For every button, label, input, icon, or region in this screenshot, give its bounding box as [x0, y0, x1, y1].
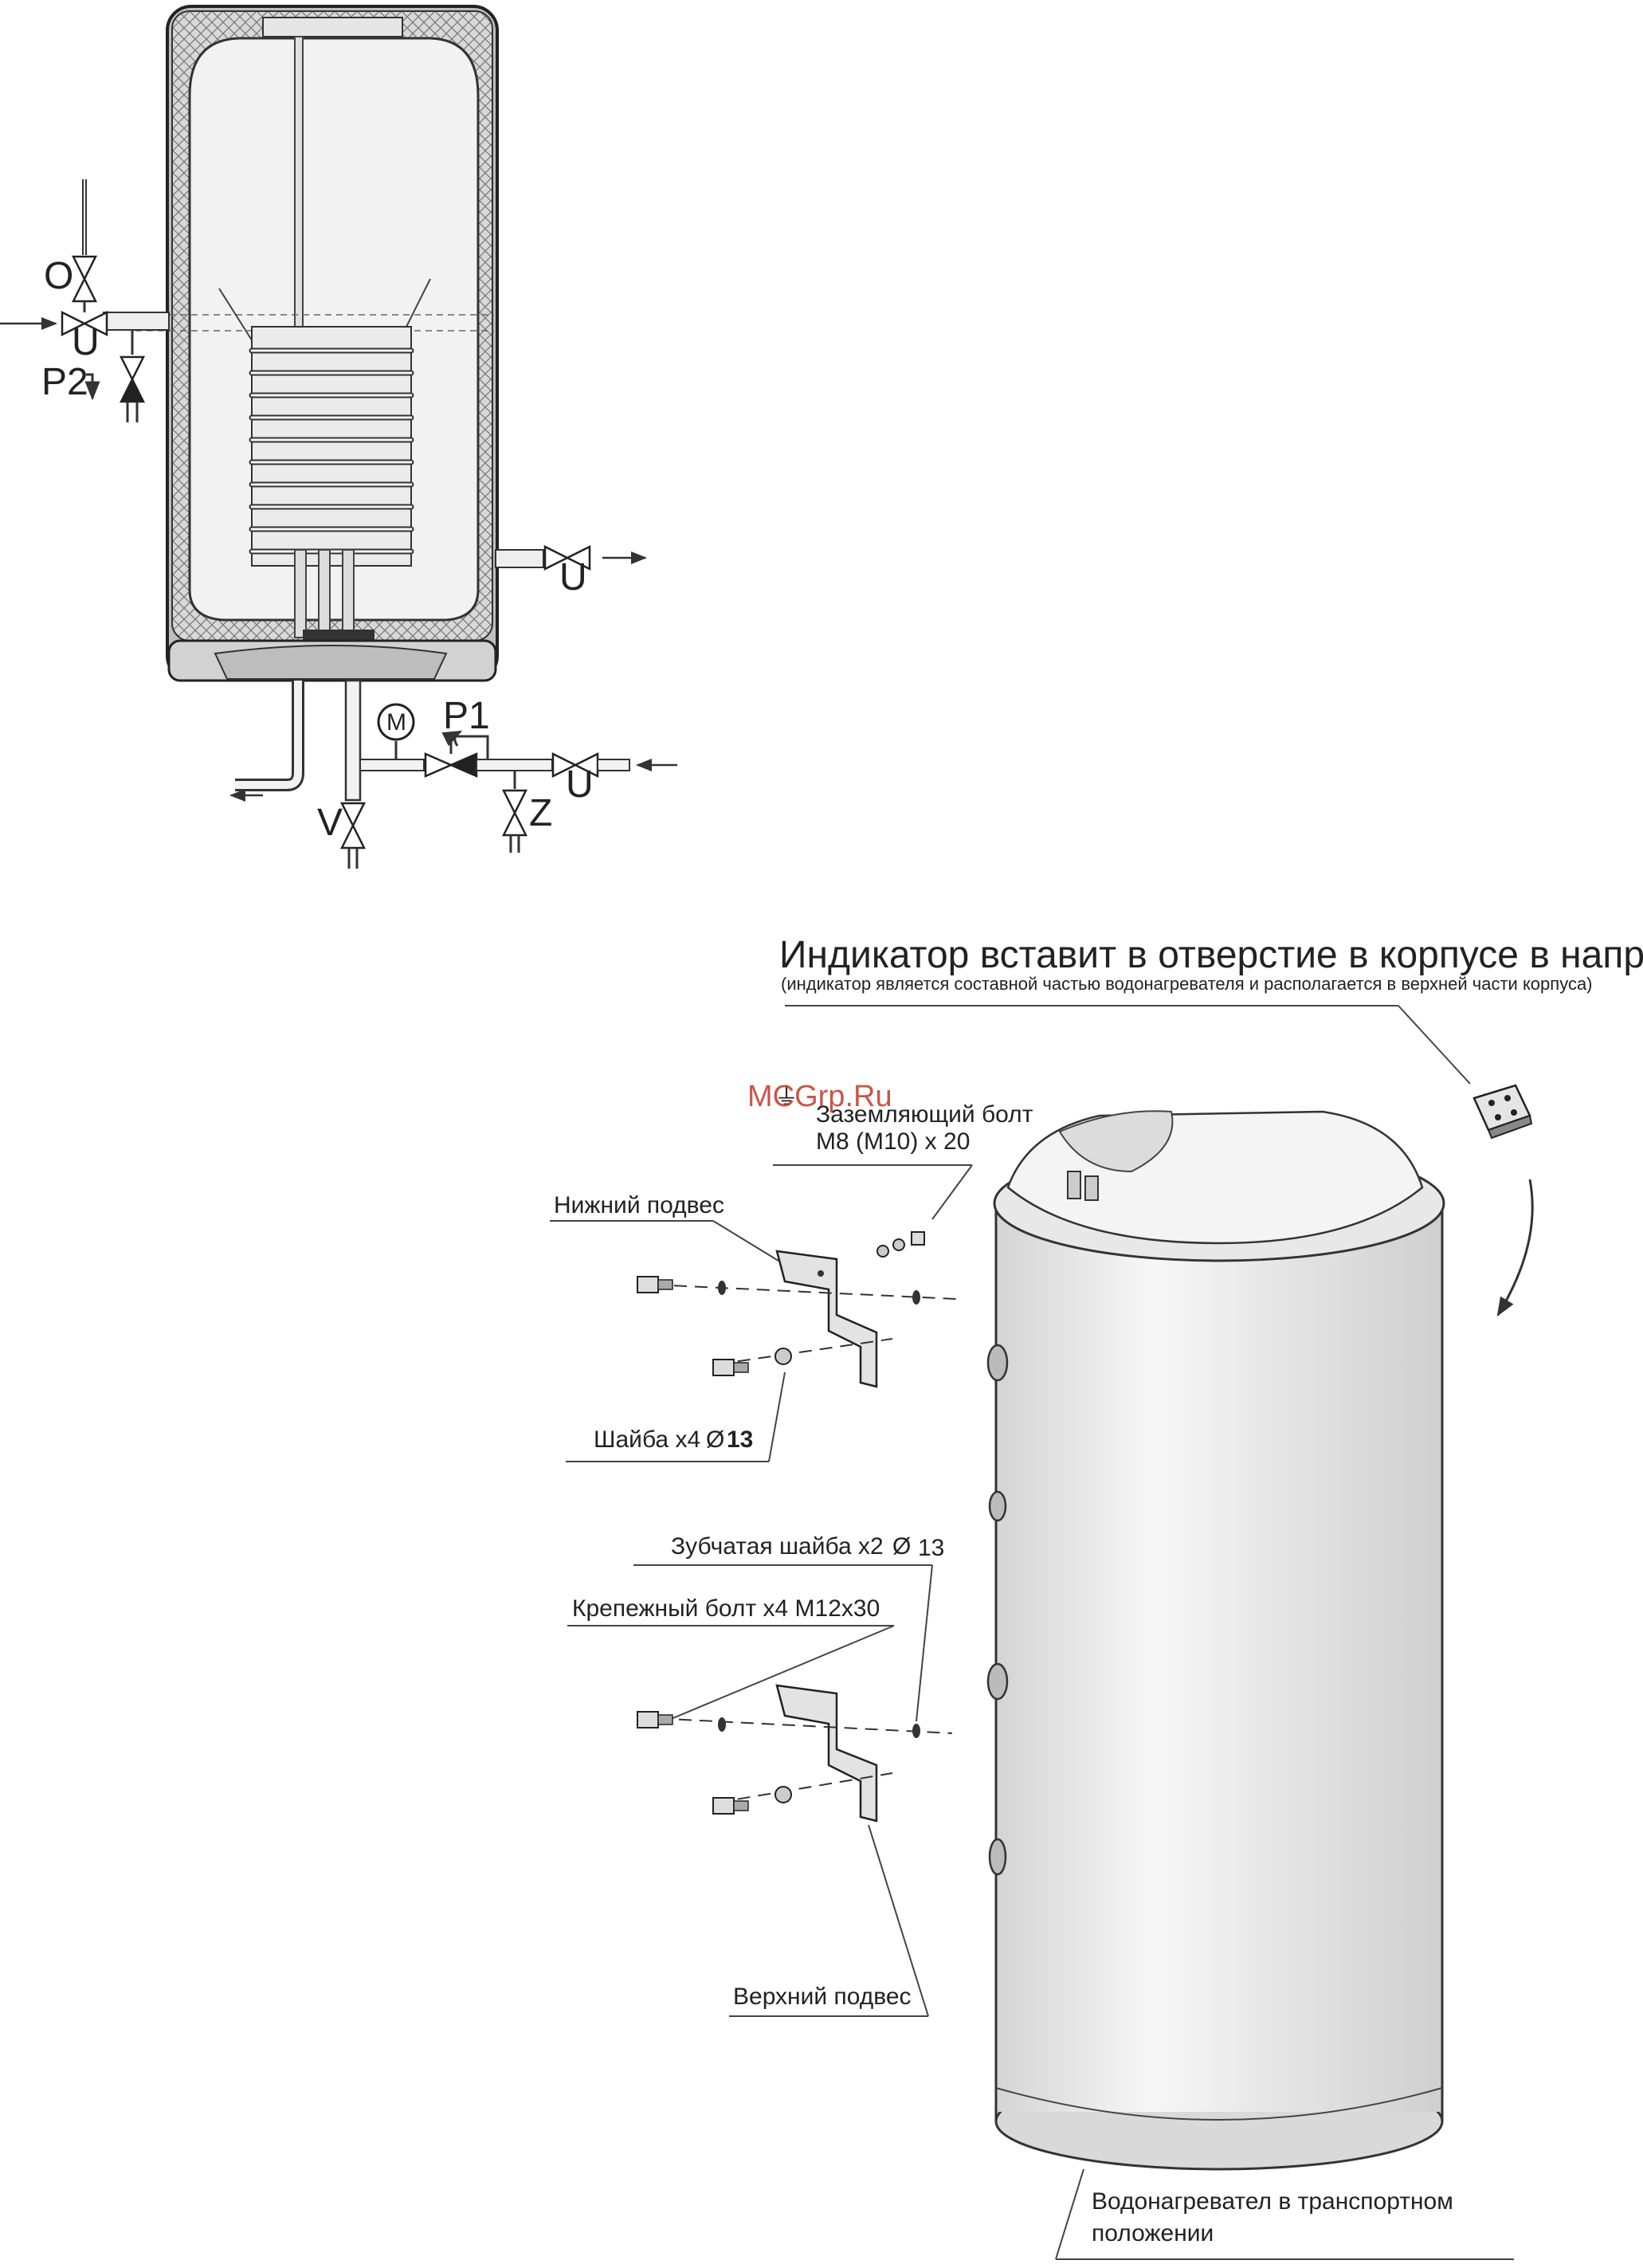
callout-washer: Шайба x4 [594, 1426, 700, 1453]
valve-o-icon [71, 255, 98, 303]
valve-z-icon [501, 789, 528, 837]
label-valve-u-right: U [559, 556, 587, 598]
top-flange [262, 17, 403, 37]
ground-bolt-icon [876, 1231, 925, 1258]
lower-hanger-bracket [775, 1250, 878, 1388]
label-valve-u-left: U [72, 321, 100, 363]
label-valve-o: O [44, 255, 73, 297]
watermark: MCGrp.Ru [747, 1080, 892, 1113]
anode-rod [294, 36, 304, 328]
bolt-icon [637, 1276, 673, 1293]
label-p2: P2 [41, 361, 88, 403]
callout-ground-bolt: Заземляющий болт [816, 1101, 1033, 1128]
label-valve-v: V [317, 802, 343, 844]
callout-upper-hanger: Верхний подвес [733, 1984, 912, 2010]
ground-symbol-icon: ⏚ [774, 1084, 798, 1110]
bolt-icon [712, 1797, 749, 1815]
callout-indicator: Индикатор вставит в отверстие в корпусе … [779, 934, 1643, 976]
heat-exchanger-coil [249, 326, 414, 567]
label-p1: P1 [443, 695, 490, 737]
callout-indicator-note: (индикатор является составной частью вод… [781, 974, 1593, 994]
safety-valve-p2-icon [119, 355, 146, 403]
boiler-transport-view [986, 1110, 1445, 2171]
callout-lower-hanger: Нижний подвес [554, 1192, 724, 1218]
upper-hanger-bracket [775, 1684, 878, 1823]
safety-valve-p1-icon [424, 752, 478, 778]
bolt-icon [637, 1711, 673, 1728]
label-manometer: M [386, 709, 406, 736]
callout-ground-bolt-size: M8 (M10) x 20 [816, 1128, 970, 1155]
manometer-icon [377, 703, 415, 741]
valve-v-icon [339, 802, 367, 850]
diameter-icon: Ø [706, 1426, 724, 1453]
callout-mount-bolt: Крепежный болт x4 M12x30 [572, 1595, 880, 1622]
valve-u-left-icon [61, 310, 108, 337]
label-valve-u-bottom: U [566, 763, 594, 806]
callout-transport: Водонагревател в транспортном [1092, 2188, 1453, 2215]
bolt-icon [712, 1359, 749, 1376]
callout-transport-2: положении [1092, 2220, 1214, 2246]
mounting-drawing: Индикатор вставит в отверстие в корпусе … [550, 934, 1643, 2260]
label-valve-z: Z [529, 792, 552, 834]
indicator-part-icon [1472, 1084, 1533, 1140]
boiler-section-schematic: U O P2 U V [0, 5, 677, 869]
valve-u-bottom-icon [551, 751, 599, 779]
diameter-icon: Ø [892, 1533, 911, 1560]
callout-washer-size: 13 [727, 1426, 753, 1453]
callout-tooth-washer: Зубчатая шайба x2 [671, 1533, 884, 1560]
callout-tooth-washer-size: 13 [918, 1535, 944, 1561]
valve-u-right-icon [543, 544, 591, 571]
